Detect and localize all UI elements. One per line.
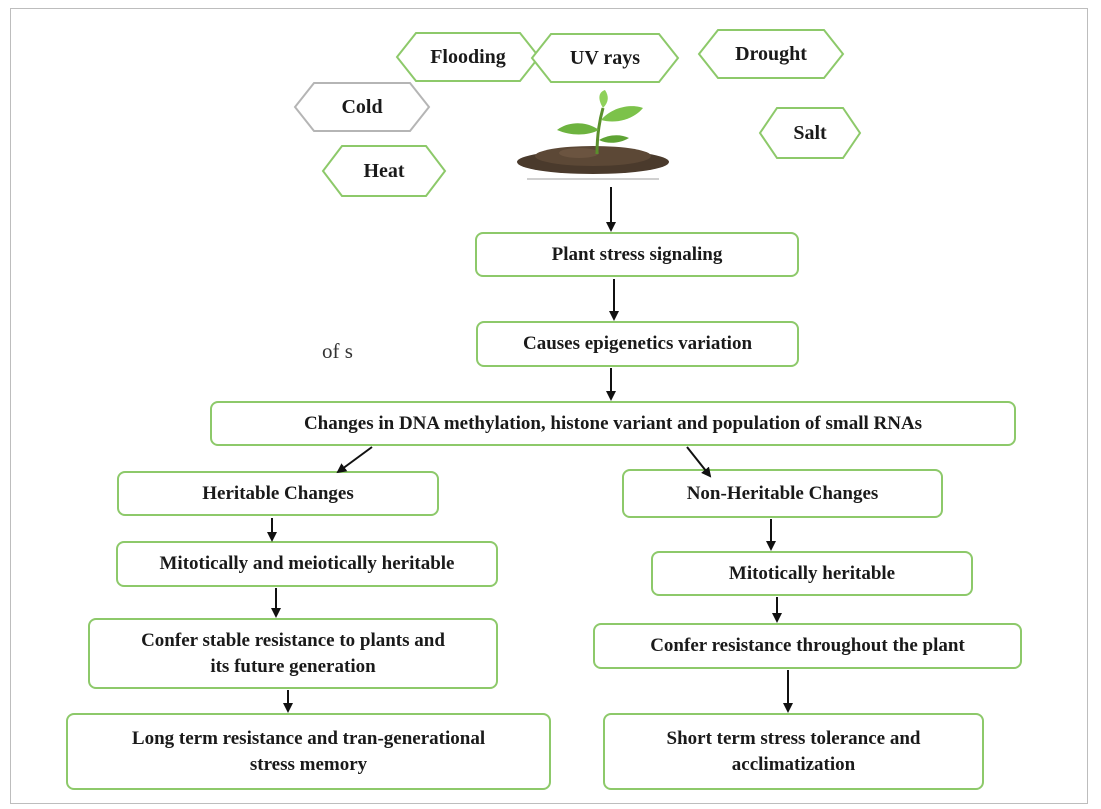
box-label: Changes in DNA methylation, histone vari… bbox=[303, 412, 923, 434]
stressor-label: Salt bbox=[793, 121, 827, 144]
arrow-changes-to-heritable bbox=[336, 446, 373, 474]
box-label: Plant stress signaling bbox=[551, 243, 723, 265]
hexagon-shape bbox=[758, 107, 862, 159]
box-label: Mitotically and meiotically heritable bbox=[159, 553, 455, 575]
stressor-cold: Cold bbox=[293, 82, 431, 132]
plant-seedling-icon bbox=[517, 90, 669, 180]
hexagon-shape bbox=[530, 33, 680, 83]
mitotic-meiotic-heritable-box: Mitotically and meiotically heritable bbox=[116, 541, 498, 587]
stressor-label: UV rays bbox=[569, 46, 641, 69]
long-term-resistance-box: Long term resistance and tran-generation… bbox=[66, 713, 551, 790]
box-label-line1: Confer stable resistance to plants and bbox=[141, 629, 445, 651]
stressor-label: Flooding bbox=[430, 45, 506, 68]
hexagon-shape bbox=[395, 32, 541, 82]
stressor-label: Heat bbox=[363, 159, 405, 182]
box-label: Mitotically heritable bbox=[728, 562, 896, 584]
box-label-line2: acclimatization bbox=[731, 753, 856, 775]
box-label-line1: Long term resistance and tran-generation… bbox=[131, 727, 486, 749]
stressor-uv-rays: UV rays bbox=[530, 33, 680, 83]
box-label: Causes epigenetics variation bbox=[522, 333, 753, 355]
resistance-throughout-box: Confer resistance throughout the plant bbox=[593, 623, 1022, 669]
hexagon-shape bbox=[321, 145, 447, 197]
arrow-changes-to-non-heritable bbox=[686, 446, 712, 478]
box-label-line2: its future generation bbox=[210, 655, 376, 677]
box-label: Heritable Changes bbox=[202, 482, 354, 504]
stressor-label: Drought bbox=[735, 42, 807, 65]
stressor-drought: Drought bbox=[697, 29, 845, 79]
short-term-tolerance-box: Short term stress tolerance and acclimat… bbox=[603, 713, 984, 790]
dna-methylation-changes-box: Changes in DNA methylation, histone vari… bbox=[210, 401, 1016, 446]
box-label-line1: Short term stress tolerance and bbox=[666, 727, 921, 749]
stressor-heat: Heat bbox=[321, 145, 447, 197]
box-label: Non-Heritable Changes bbox=[686, 482, 879, 504]
stressor-flooding: Flooding bbox=[395, 32, 541, 82]
hexagon-shape bbox=[293, 82, 431, 132]
epigenetics-variation-box: Causes epigenetics variation bbox=[476, 321, 799, 367]
box-label: Confer resistance throughout the plant bbox=[650, 635, 965, 657]
stressor-salt: Salt bbox=[758, 107, 862, 159]
stray-text-fragment: of s bbox=[322, 339, 353, 363]
figure-frame bbox=[10, 8, 1088, 804]
mitotically-heritable-box: Mitotically heritable bbox=[651, 551, 973, 596]
box-label-line2: stress memory bbox=[249, 753, 368, 775]
hexagon-shape bbox=[697, 29, 845, 79]
stable-resistance-box: Confer stable resistance to plants and i… bbox=[88, 618, 498, 689]
stressor-label: Cold bbox=[341, 95, 383, 118]
plant-stress-signaling-box: Plant stress signaling bbox=[475, 232, 799, 277]
heritable-changes-box: Heritable Changes bbox=[117, 471, 439, 516]
non-heritable-changes-box: Non-Heritable Changes bbox=[622, 469, 943, 518]
